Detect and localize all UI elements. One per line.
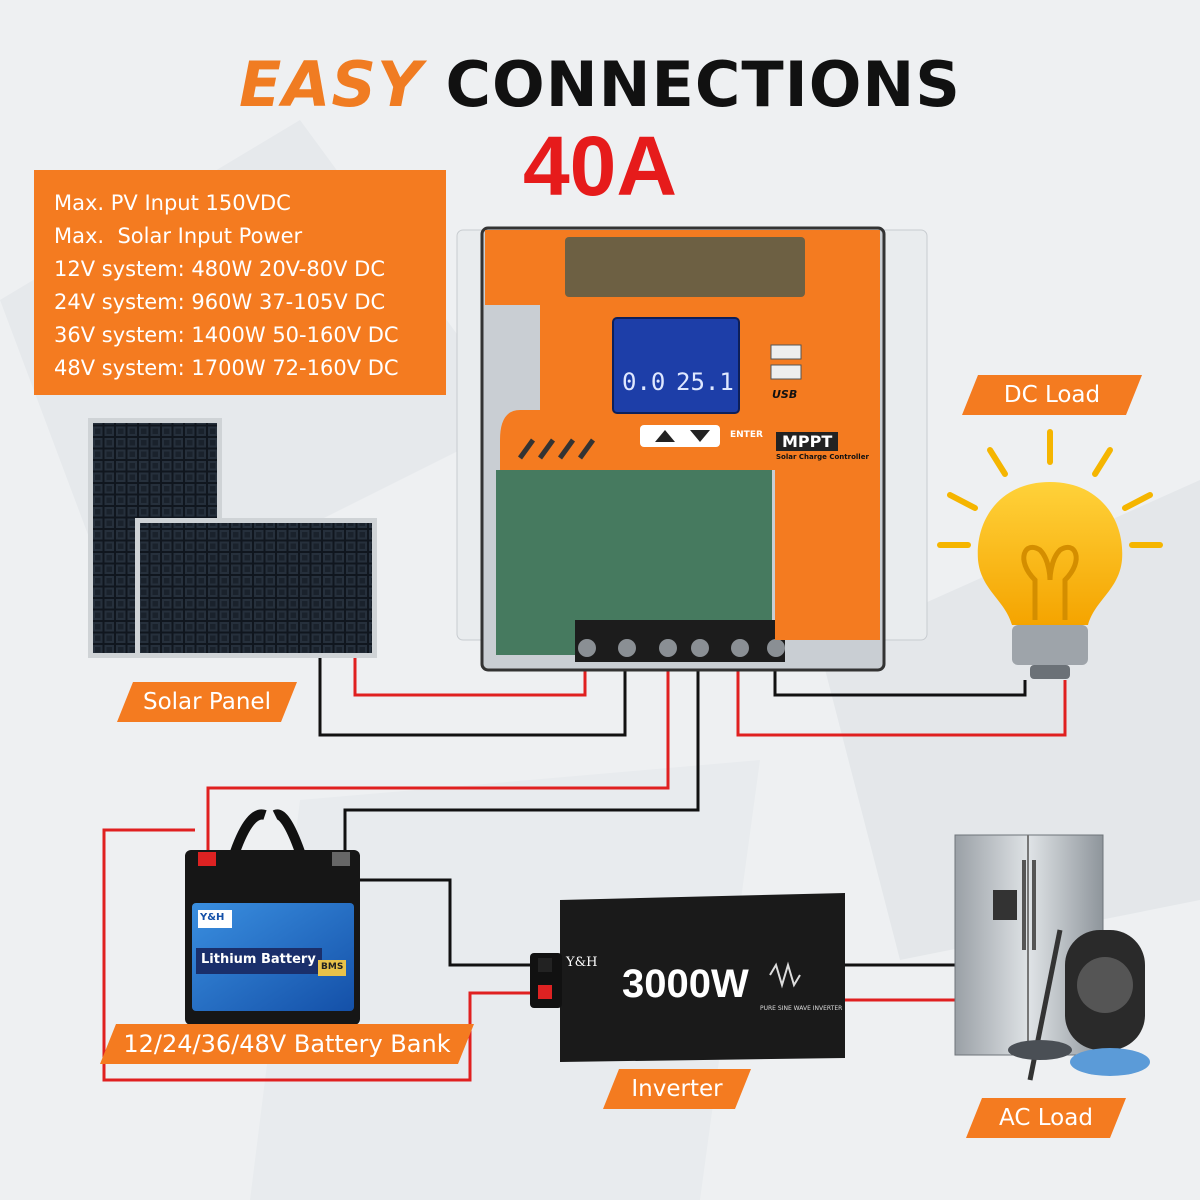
solar-panel-label: Solar Panel <box>117 682 297 722</box>
charge-controller-icon <box>456 226 928 672</box>
inverter-terminal-positive <box>538 985 552 999</box>
inverter-body <box>560 893 845 1062</box>
front-buttons <box>640 425 720 447</box>
fridge-handle-left <box>1022 860 1026 950</box>
bulb-rays <box>937 429 1163 548</box>
bulb-glass <box>977 482 1123 625</box>
enter-label: ENTER <box>730 430 763 440</box>
lcd-screen <box>612 317 740 414</box>
dc-load-label: DC Load <box>962 375 1142 415</box>
page-title: EASY CONNECTIONS <box>0 48 1200 121</box>
fridge-handle-right <box>1032 860 1036 950</box>
wire-battery-positive <box>206 640 670 850</box>
inverter-power: 3000W <box>622 962 749 1006</box>
battery-terminal-positive <box>198 852 216 866</box>
controller-subtitle: Solar Charge Controller <box>776 453 869 461</box>
battery-brand: Y&H <box>200 912 225 923</box>
battery-bms-box <box>318 960 346 976</box>
lcd-right-value: 25.1 <box>676 368 734 396</box>
title-easy: EASY <box>239 48 423 121</box>
spec-line: Max. PV Input 150VDC <box>54 191 291 215</box>
inverter-terminal-negative <box>538 958 552 972</box>
robot-vacuum <box>1008 1040 1072 1060</box>
terminal-block <box>575 620 785 662</box>
spec-line: 12V system: 480W 20V-80V DC <box>54 257 385 281</box>
spec-box: Max. PV Input 150VDC Max. Solar Input Po… <box>34 170 446 395</box>
inverter-brand: Y&H <box>566 955 598 970</box>
fridge-dispenser <box>993 890 1017 920</box>
vent-slots <box>517 438 596 460</box>
spec-line: 48V system: 1700W 72-160V DC <box>54 356 399 380</box>
bulb-filament <box>1021 544 1079 620</box>
spec-line: 36V system: 1400W 50-160V DC <box>54 323 399 347</box>
ac-load-icon <box>954 834 1150 1081</box>
spec-line: Max. Solar Input Power <box>54 224 303 248</box>
wire-dcload-positive <box>736 640 1067 737</box>
ac-load-label: AC Load <box>966 1098 1126 1138</box>
sine-wave-icon <box>769 961 801 989</box>
bg-shape <box>820 480 1200 960</box>
battery-bank-label: 12/24/36/48V Battery Bank <box>100 1024 474 1064</box>
battery-handle <box>230 809 305 854</box>
top-window <box>565 237 805 297</box>
bulb-tip <box>1030 665 1070 679</box>
usb-label: USB <box>772 388 798 401</box>
heater-grill <box>1077 957 1133 1013</box>
lcd-left-value: 0.0 <box>622 368 666 396</box>
wire-solar-negative <box>318 640 627 737</box>
wire-inverter-positive <box>102 828 545 1082</box>
battery-name-strip <box>196 948 322 974</box>
solar-panel-icon <box>88 418 377 658</box>
inverter-label: Inverter <box>603 1069 751 1109</box>
usb-ports <box>770 344 802 380</box>
mppt-label: MPPT <box>776 432 839 451</box>
rating-label: 40A <box>522 119 678 213</box>
blue-device <box>1070 1048 1150 1076</box>
battery-terminal-negative <box>332 852 350 866</box>
title-connections: CONNECTIONS <box>445 48 961 121</box>
light-bulb-icon <box>937 429 1163 679</box>
bulb-base <box>1012 625 1088 665</box>
spec-line: 24V system: 960W 37-105V DC <box>54 290 386 314</box>
wire-battery-negative <box>343 640 700 850</box>
battery-brand-box <box>198 910 232 928</box>
inverter-subtitle: PURE SINE WAVE INVERTER <box>760 1005 843 1012</box>
panel-cells-front <box>140 523 372 653</box>
battery-name: Lithium Battery <box>201 952 316 967</box>
terminal-screws <box>578 639 785 657</box>
battery-icon <box>185 809 360 1025</box>
inverter-icon <box>530 893 845 1062</box>
battery-bms: BMS <box>321 962 344 972</box>
wire-inverter-negative <box>345 878 545 967</box>
